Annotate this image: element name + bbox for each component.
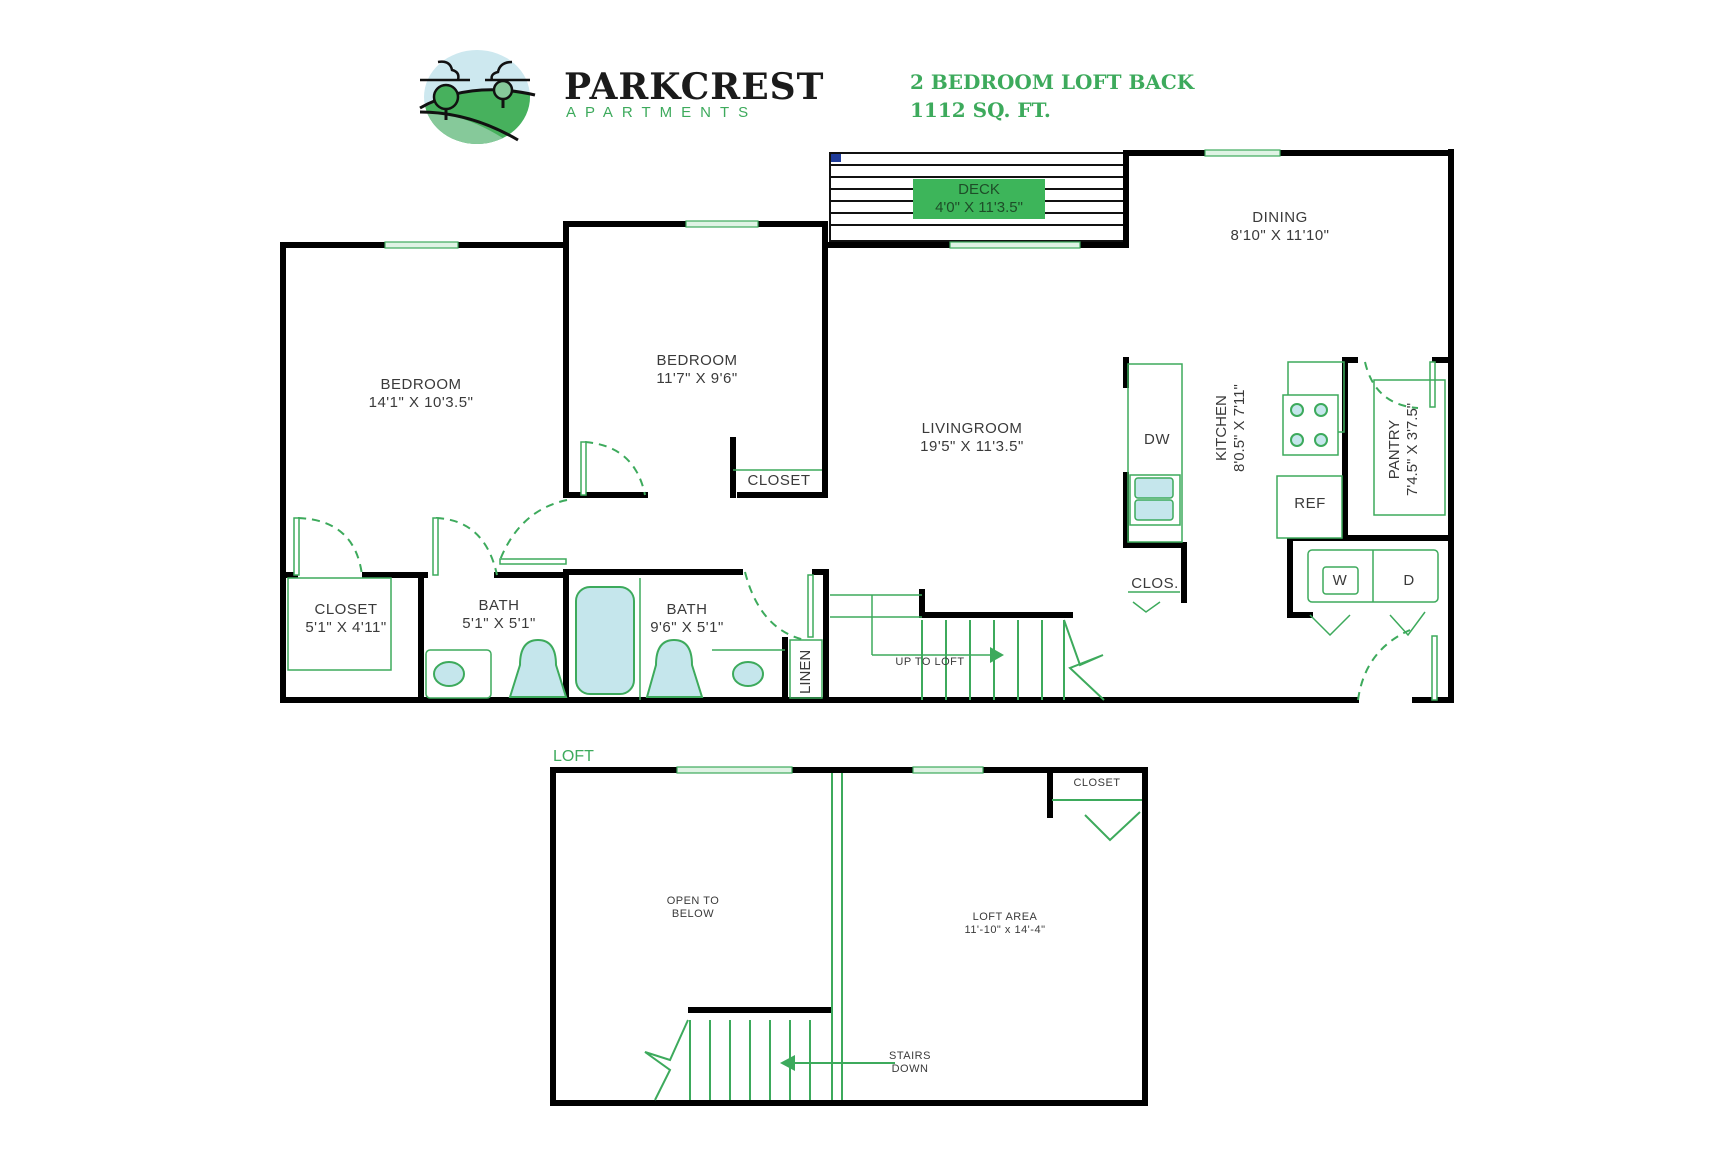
room-bedroom-2: BEDROOM 11'7" X 9'6" (656, 352, 738, 387)
dishwasher-label: DW (1144, 431, 1170, 448)
room-pantry: PANTRY 7'4.5" X 3'7.5" (1386, 402, 1421, 496)
toilet-icon (508, 638, 568, 698)
sink-icon (732, 661, 764, 687)
loft-title: LOFT (553, 748, 594, 765)
refrigerator-label: REF (1294, 495, 1326, 512)
loft-closet-label: CLOSET (1073, 777, 1121, 789)
brand-name: PARKCREST (564, 66, 825, 108)
stairs-up-label: UP TO LOFT (895, 656, 965, 668)
arrow-right-icon (990, 647, 1004, 663)
room-bath-2: BATH 9'6" X 5'1" (650, 601, 724, 636)
door-swings (297, 361, 1419, 701)
washer-label: W (1332, 572, 1348, 589)
plan-title: 2 BEDROOM LOFT BACK 1112 SQ. FT. (910, 68, 1194, 124)
kitchen-closet-label: CLOS. (1131, 575, 1179, 592)
room-closet: CLOSET 5'1" X 4'11" (305, 601, 387, 636)
stove-burners-icon (1290, 403, 1328, 447)
arrow-left-icon (780, 1055, 795, 1071)
room-loft-area: LOFT AREA 11'-10" x 14'-4" (964, 911, 1046, 937)
closet-label: CLOSET (747, 472, 811, 489)
bathtub-icon (575, 586, 635, 695)
loft-fixtures (644, 773, 1142, 1101)
room-bedroom-1: BEDROOM 14'1" X 10'3.5" (368, 376, 474, 411)
room-bath-1: BATH 5'1" X 5'1" (462, 597, 536, 632)
linen-label: LINEN (797, 649, 814, 694)
open-to-below-label: OPEN TO BELOW (666, 895, 720, 921)
main-walls (280, 149, 1454, 703)
dryer-label: D (1403, 572, 1415, 589)
room-livingroom: LIVINGROOM 19'5" X 11'3.5" (920, 420, 1024, 455)
room-dining: DINING 8'10" X 11'10" (1230, 209, 1330, 244)
bath-fixtures (433, 586, 764, 698)
deck-label: DECK 4'0" X 11'3.5" (913, 179, 1045, 219)
plan-area: 1112 SQ. FT. (910, 98, 1051, 122)
stair-treads (921, 619, 1105, 701)
plan-name: 2 BEDROOM LOFT BACK (910, 70, 1195, 94)
brand-subtitle: APARTMENTS (566, 104, 758, 121)
loft-windows (676, 766, 984, 774)
toilet-icon (645, 638, 704, 698)
landscape-hills-trees-icon (419, 50, 536, 144)
fixture-outlines (287, 361, 1446, 700)
windows (384, 149, 1281, 249)
sink-icon (433, 661, 465, 687)
door-leaves (293, 361, 1438, 701)
stairs-down-label: STAIRS DOWN (889, 1050, 931, 1076)
loft-walls (550, 767, 1148, 1106)
room-kitchen: KITCHEN 8'0.5" X 7'11" (1213, 384, 1248, 472)
